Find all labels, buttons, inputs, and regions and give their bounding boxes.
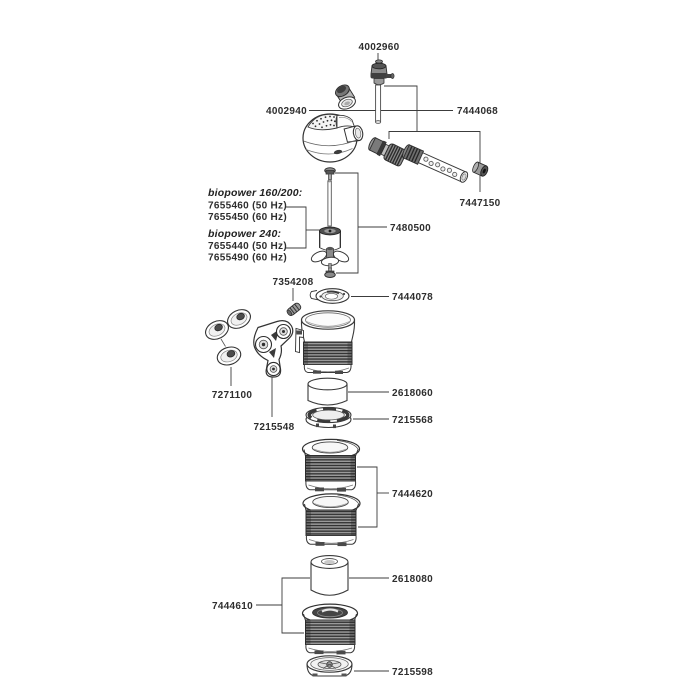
clip bbox=[286, 302, 302, 317]
grid-ring bbox=[305, 406, 352, 429]
air-tube bbox=[375, 84, 382, 124]
label-7447150: 7447150 bbox=[459, 198, 500, 209]
label-7215548: 7215548 bbox=[253, 422, 294, 433]
label-7444078: 7444078 bbox=[392, 292, 433, 303]
variant-group1-row2: 7655450 (60 Hz) bbox=[208, 212, 287, 223]
label-7480500: 7480500 bbox=[390, 223, 431, 234]
outlet-elbow bbox=[335, 84, 356, 110]
label-7215598: 7215598 bbox=[392, 667, 433, 678]
foam-cartridge-1 bbox=[307, 377, 348, 406]
label-4002940: 4002940 bbox=[266, 106, 307, 117]
impeller-cap-bottom bbox=[324, 267, 336, 278]
filter-module-1 bbox=[301, 438, 361, 493]
variant-group1-row1: 7655460 (50 Hz) bbox=[208, 201, 287, 212]
pump-head bbox=[302, 113, 364, 163]
suction-cups bbox=[205, 309, 251, 366]
label-7444610: 7444610 bbox=[212, 601, 253, 612]
filter-module-2 bbox=[302, 493, 361, 547]
label-2618060: 2618060 bbox=[392, 388, 433, 399]
hose-connector bbox=[368, 137, 407, 167]
variant-group2-title: biopower 240: bbox=[208, 228, 281, 240]
filter-module-bottom bbox=[301, 603, 359, 655]
impeller-cap-top bbox=[324, 167, 336, 180]
air-valve bbox=[370, 59, 395, 86]
label-7215568: 7215568 bbox=[392, 415, 433, 426]
impeller-shaft bbox=[327, 179, 332, 227]
foam-cartridge-2 bbox=[310, 555, 349, 596]
label-7271100: 7271100 bbox=[212, 390, 253, 401]
variant-group2-row1: 7655440 (50 Hz) bbox=[208, 241, 287, 252]
bottom-plate bbox=[306, 655, 353, 677]
diffuser bbox=[402, 144, 469, 183]
label-7354208: 7354208 bbox=[272, 277, 313, 288]
label-2618080: 2618080 bbox=[392, 574, 433, 585]
pump-chamber-cup bbox=[295, 310, 356, 374]
mounting-bracket bbox=[253, 320, 294, 378]
label-4002960: 4002960 bbox=[358, 42, 399, 53]
variant-group2-row2: 7655490 (60 Hz) bbox=[208, 253, 287, 264]
label-7444620: 7444620 bbox=[392, 489, 433, 500]
leader-lines bbox=[230, 53, 481, 672]
diffuser-nut bbox=[472, 161, 489, 177]
intake-grille-dots bbox=[312, 115, 336, 129]
impeller bbox=[310, 226, 350, 269]
cover-plate bbox=[309, 288, 350, 304]
variant-text-block: biopower 160/200: 7655460 (50 Hz) 765545… bbox=[208, 187, 302, 264]
label-7444068: 7444068 bbox=[457, 106, 498, 117]
variant-group1-title: biopower 160/200: bbox=[208, 187, 302, 199]
